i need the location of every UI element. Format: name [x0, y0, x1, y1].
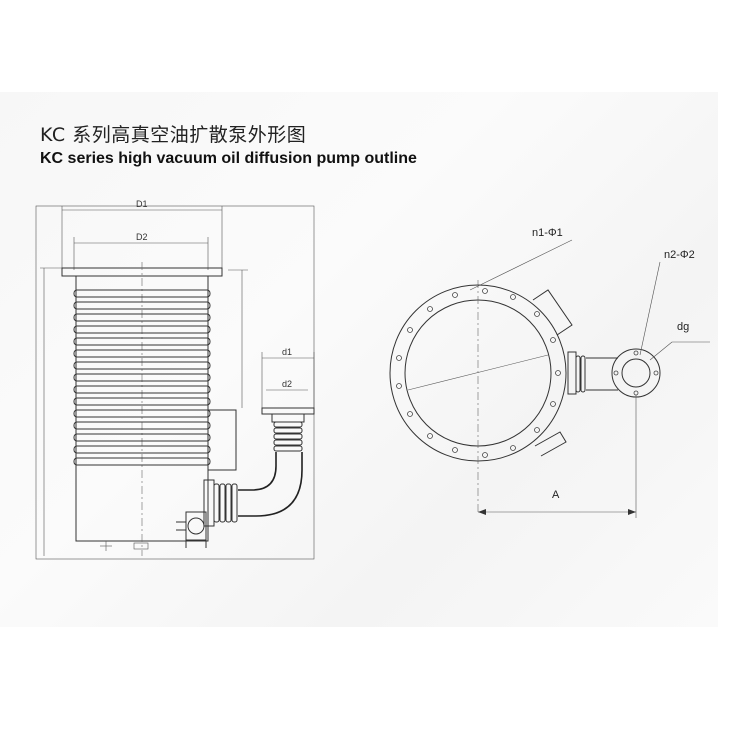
outlet-label: dg — [677, 321, 689, 333]
side-arm-bellows — [575, 355, 586, 393]
side-view-frame — [35, 205, 315, 560]
top-view: n1-Φ1 n2-Φ2 dg — [389, 227, 710, 518]
side-port-flange — [203, 479, 215, 527]
holes-side-label: n2-Φ2 — [664, 249, 695, 261]
holes-main-label: n1-Φ1 — [532, 227, 563, 239]
side-view: D1 D2 — [35, 199, 315, 560]
elbow-pipe-inner — [238, 452, 277, 491]
title-chinese: KC 系列高真空油扩散泵外形图 — [40, 124, 307, 146]
title-english: KC series high vacuum oil diffusion pump… — [40, 150, 417, 167]
a-dimension-label: A — [552, 489, 560, 501]
upper-port — [532, 289, 573, 336]
cooling-coils — [73, 289, 211, 466]
small-d2-label: d2 — [282, 379, 292, 389]
horizontal-bellows — [213, 483, 238, 523]
side-arm-flange — [567, 351, 577, 395]
outlet-flange-outer — [611, 348, 661, 398]
side-housing — [207, 409, 237, 471]
d2-label: D2 — [136, 232, 148, 242]
outlet-leader — [649, 341, 673, 361]
outlet-bellows — [273, 421, 303, 452]
d1-label: D1 — [136, 199, 148, 209]
elbow-pipe-outer — [238, 452, 303, 517]
drawing-background — [0, 92, 718, 627]
holes-main-leader — [469, 239, 573, 291]
flange-bolt-holes — [396, 288, 561, 458]
lower-port — [534, 431, 567, 457]
outlet-bolt-holes — [613, 350, 659, 396]
outlet-flange — [261, 407, 315, 415]
nameplate-mark — [133, 542, 149, 550]
outlet-flange-inner — [621, 358, 651, 388]
holes-side-leader — [639, 261, 661, 356]
small-d1-label: d1 — [282, 347, 292, 357]
drain-valve — [185, 511, 207, 541]
